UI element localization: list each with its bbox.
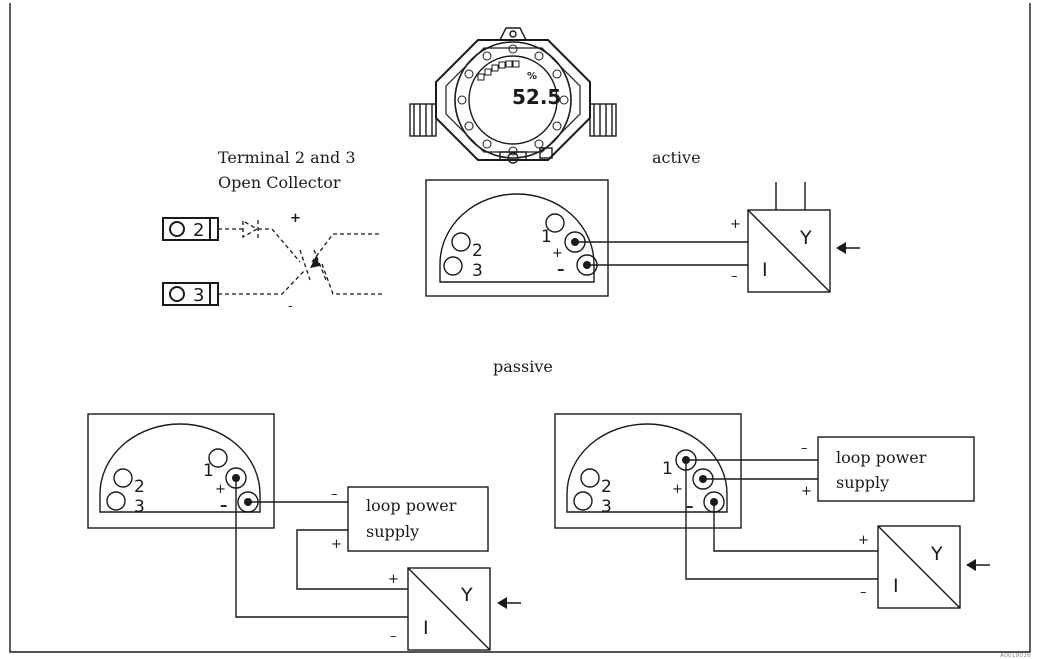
active-converter-y: Y	[799, 227, 812, 249]
active-arrow-head	[836, 242, 846, 254]
passive-left-t3: 3	[134, 497, 145, 517]
active-conv-minus: –	[731, 269, 738, 284]
passive-right-terminal-panel: 2 3 1 + –	[554, 413, 742, 529]
passive-left-t2: 2	[134, 477, 145, 497]
open-collector-circuit: 2 3 + -	[162, 211, 382, 314]
passive-left-supply-line2: supply	[366, 522, 419, 541]
passive-left-converter-i: I	[423, 617, 429, 639]
device-housing	[435, 39, 591, 161]
passive-left-conv-minus: –	[390, 629, 397, 644]
terminal-caption-line1: Terminal 2 and 3	[218, 148, 356, 167]
passive-right-t2: 2	[601, 477, 612, 497]
passive-left-conv-plus: +	[388, 572, 399, 587]
ground-screw	[499, 147, 553, 164]
passive-label: passive	[493, 357, 553, 376]
passive-left-minus: –	[220, 496, 228, 514]
passive-right-wiring	[685, 459, 878, 580]
oc-minus-sign: -	[288, 299, 293, 314]
display-unit: %	[527, 71, 537, 82]
transistor-arrow	[310, 256, 320, 268]
passive-right-supply-line1: loop power	[836, 448, 927, 467]
passive-left-t1: 1	[203, 461, 214, 481]
passive-left-supply-line1: loop power	[366, 496, 457, 515]
active-minus: –	[557, 260, 565, 278]
display-bargraph	[477, 60, 520, 81]
display-value: 52.5	[512, 85, 561, 109]
passive-right-minus: –	[686, 497, 694, 515]
passive-right-t1: 1	[662, 459, 673, 479]
passive-left-converter: Y I + –	[388, 567, 521, 651]
active-t2: 2	[472, 241, 483, 261]
oc-terminal-2-label: 2	[193, 220, 204, 241]
passive-left-supply-minus: –	[331, 487, 338, 502]
passive-right-supply-line2: supply	[836, 473, 889, 492]
diode-symbol	[242, 219, 259, 239]
oc-plus-sign: +	[290, 211, 301, 226]
passive-left-plus: +	[215, 482, 226, 497]
active-terminal-panel: 2 3 1 + –	[425, 179, 609, 297]
passive-right-plus: +	[672, 482, 683, 497]
cable-gland-left	[409, 103, 437, 137]
field-indicator-device: % 52.5	[409, 27, 617, 164]
passive-right-conv-plus: +	[858, 533, 869, 548]
passive-right-converter-y: Y	[930, 543, 943, 565]
active-plus: +	[552, 246, 563, 261]
passive-right-loop-supply: loop power supply – +	[801, 436, 975, 502]
housing-bolts	[457, 44, 569, 156]
passive-right-arrow-head	[966, 559, 976, 571]
passive-left-supply-plus: +	[331, 537, 342, 552]
cable-gland-right	[589, 103, 617, 137]
passive-right-converter-i: I	[893, 575, 899, 597]
diagram-frame	[9, 3, 1031, 653]
oc-terminal-3-label: 3	[193, 285, 204, 306]
terminal-screw-2	[169, 221, 185, 237]
active-conv-plus: +	[730, 217, 741, 232]
passive-right-supply-plus: +	[801, 484, 812, 499]
active-label: active	[652, 148, 701, 167]
passive-right-t3: 3	[601, 497, 612, 517]
document-reference: A0019016	[1000, 652, 1031, 659]
passive-right-conv-minus: –	[860, 585, 867, 600]
active-wiring	[575, 241, 748, 266]
passive-left-wiring	[235, 478, 408, 618]
passive-right-converter: Y I + –	[858, 525, 990, 609]
active-converter: Y I + –	[730, 182, 860, 293]
active-converter-i: I	[762, 259, 768, 281]
active-t3: 3	[472, 261, 483, 281]
passive-left-converter-y: Y	[460, 584, 473, 606]
terminal-caption-line2: Open Collector	[218, 173, 341, 192]
passive-left-terminal-panel: 2 3 1 + –	[87, 413, 275, 529]
passive-left-loop-supply: loop power supply – +	[331, 486, 489, 552]
passive-right-supply-minus: –	[801, 441, 808, 456]
passive-left-arrow-head	[497, 597, 507, 609]
terminal-screw-3	[169, 286, 185, 302]
active-t1: 1	[541, 227, 552, 247]
